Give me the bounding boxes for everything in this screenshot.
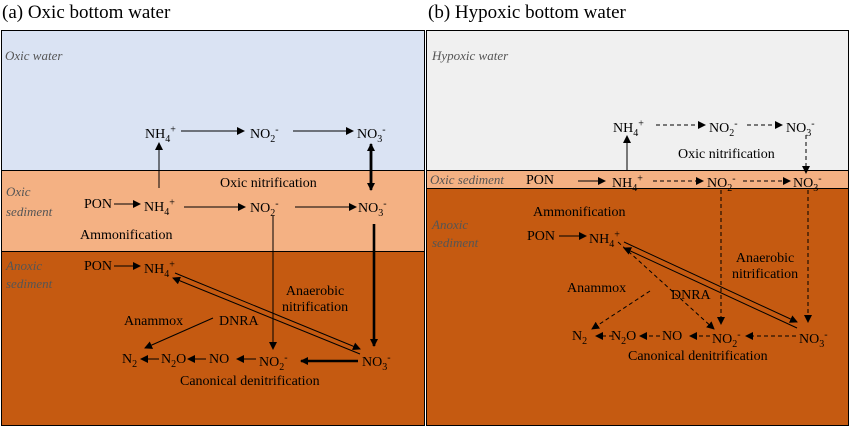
b-n2o: N2O [611, 329, 637, 347]
b-ammonification-label: Ammonification [533, 205, 626, 220]
a-anammox-arrow [144, 317, 214, 349]
b-oxic-no3: NO3- [793, 173, 822, 194]
b-oxic-pon: PON [526, 173, 555, 188]
a-anaerobic-nitrification-arrow [174, 272, 361, 351]
b-anaerobic-nitrification-label: Anaerobic nitrification [732, 251, 799, 282]
panel-a-oxic-sediment-label: Oxic sediment [6, 184, 53, 219]
a-anoxic-no3: NO3- [362, 352, 391, 373]
a-no: NO [209, 352, 230, 367]
a-dnra-label: DNRA [219, 314, 259, 329]
b-anammox-arrow [591, 290, 651, 330]
a-anoxic-no2: NO2- [259, 352, 288, 373]
b-no: NO [662, 329, 683, 344]
a-n2o: N2O [161, 352, 187, 370]
a-oxic-nh4: NH4+ [144, 197, 175, 218]
panel-a-anoxic-sediment-label: Anoxic sediment [6, 258, 53, 291]
b-anoxic-no2: NO2- [712, 329, 741, 350]
a-water-no2: NO2- [250, 124, 279, 145]
a-dnra-arrow [172, 276, 361, 355]
b-oxic-nitrification-label: Oxic nitrification [678, 147, 775, 162]
a-anaerobic-nitrification-label: Anaerobic nitrification [282, 284, 349, 315]
b-anammox-label: Anammox [567, 281, 627, 296]
b-anoxic-nh4: NH4+ [589, 229, 620, 250]
b-water-no3: NO3- [786, 118, 815, 139]
panel-a-oxic-water-zone [1, 30, 425, 171]
b-n2: N2 [572, 329, 588, 347]
b-dnra-label: DNRA [671, 288, 711, 303]
panel-b-oxic-sediment-zone [426, 171, 849, 189]
a-water-nh4: NH4+ [145, 124, 176, 145]
b-anammox-line-arrow [617, 241, 715, 330]
panel-a-water-label: Oxic water [5, 48, 63, 63]
a-oxic-no2: NO2- [250, 198, 279, 219]
a-oxic-nitrification-label: Oxic nitrification [220, 176, 317, 191]
b-canonical-denitrification-label: Canonical denitrification [628, 349, 768, 364]
b-oxic-no2: NO2- [707, 173, 736, 194]
a-n2: N2 [122, 352, 138, 370]
panel-a-title: (a) Oxic bottom water [2, 2, 171, 23]
a-anoxic-nh4: NH4+ [144, 259, 175, 280]
panel-b-oxic-sediment-label: Oxic sediment [430, 172, 505, 187]
a-water-no3: NO3- [357, 124, 386, 145]
b-oxic-nh4: NH4+ [612, 173, 643, 194]
a-anammox-label: Anammox [124, 314, 184, 329]
b-dnra-arrow [623, 247, 798, 329]
a-oxic-no3: NO3- [358, 198, 387, 219]
panel-b-title: (b) Hypoxic bottom water [428, 2, 626, 23]
a-oxic-pon: PON [84, 197, 113, 212]
panel-a-anoxic-sediment-zone [1, 252, 425, 426]
a-ammonification-label: Ammonification [80, 228, 173, 243]
b-water-no2: NO2- [709, 118, 738, 139]
a-anoxic-pon: PON [84, 259, 113, 274]
b-water-nh4: NH4+ [613, 118, 644, 139]
b-anaerobic-nitrification-arrow [623, 241, 798, 323]
a-canonical-denitrification-label: Canonical denitrification [180, 374, 320, 389]
panel-a-oxic-sediment-zone [1, 171, 425, 252]
panel-b-anoxic-sediment-zone [426, 189, 849, 426]
panel-b-water-label: Hypoxic water [432, 48, 509, 63]
b-anoxic-pon: PON [527, 229, 556, 244]
panel-b-hypoxic-water-zone [426, 30, 849, 171]
panel-b-anoxic-sediment-label: Anoxic sediment [432, 217, 479, 250]
b-anoxic-no3: NO3- [799, 329, 828, 350]
